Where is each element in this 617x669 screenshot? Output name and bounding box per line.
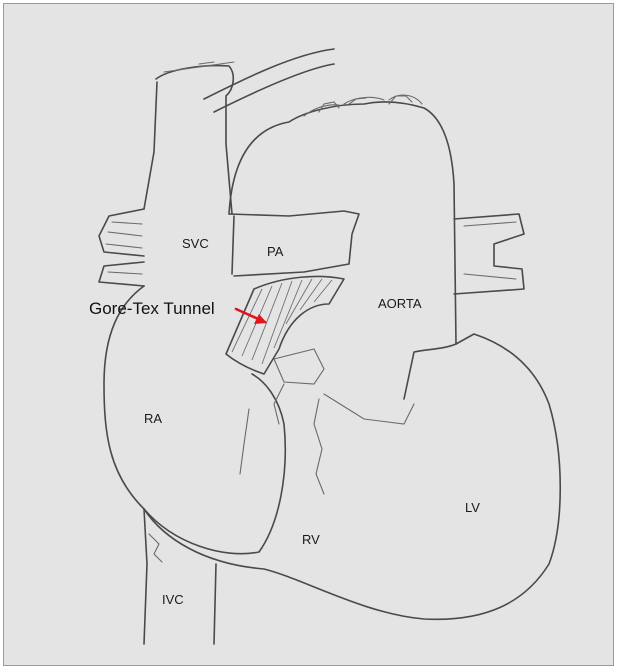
ivc-vessel [144, 509, 216, 644]
heart-outline [104, 286, 560, 619]
aorta-vessel [229, 102, 456, 399]
label-svc: SVC [182, 236, 209, 251]
label-gore-tex-tunnel: Gore-Tex Tunnel [89, 299, 215, 319]
diagram-frame: SVC PA Gore-Tex Tunnel AORTA RA LV RV IV… [3, 3, 614, 666]
ra-rv-border [144, 374, 285, 554]
label-lv: LV [465, 500, 480, 515]
svc-vessel [144, 66, 233, 214]
label-ivc: IVC [162, 592, 184, 607]
tunnel-graft [226, 276, 344, 374]
pa-vessel [229, 211, 359, 276]
label-ra: RA [144, 411, 162, 426]
innominate-vein [204, 49, 334, 112]
heart-sketch [4, 4, 613, 665]
label-pa: PA [267, 244, 283, 259]
label-aorta: AORTA [378, 296, 422, 311]
label-rv: RV [302, 532, 320, 547]
